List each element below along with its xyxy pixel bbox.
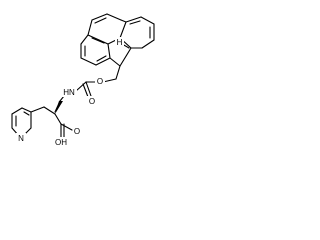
acid-hydroxyl-label: OH	[55, 138, 67, 147]
amino-acid-backbone	[30, 101, 73, 138]
pyridine-ring	[11, 107, 32, 137]
carbamate-ether-oxygen-label: O	[97, 77, 103, 86]
fluorene-upper-ring	[87, 13, 127, 36]
stereocenter-h-label: H	[117, 38, 123, 47]
acid-carbonyl-oxygen-label: O	[74, 127, 80, 136]
amide-nh-label: HN	[63, 88, 75, 97]
fluorene-right-ring	[107, 16, 155, 67]
pyridine-nitrogen-label: N	[18, 134, 24, 143]
chemical-structure-diagram: H O O HN O OH N	[11, 13, 155, 147]
fluorene-left-ring	[80, 34, 111, 66]
carbamate-carbonyl-oxygen-label: O	[89, 97, 95, 106]
